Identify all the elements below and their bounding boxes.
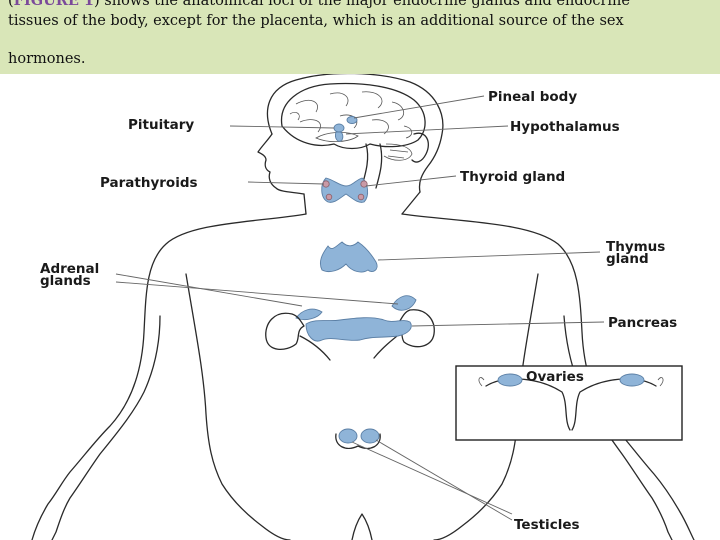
label-hypothalamus: Hypothalamus	[510, 119, 620, 135]
label-pancreas: Pancreas	[608, 315, 677, 331]
leader-lines	[115, 95, 605, 521]
adrenal-glands	[295, 295, 417, 321]
caption-line-3: hormones.	[8, 51, 86, 67]
thyroid-gland	[321, 177, 369, 203]
testicles	[335, 428, 381, 449]
label-thyroid-gland: Thyroid gland	[460, 169, 565, 185]
diagram-svg: Pineal body Pituitary Hypothalamus Thyro…	[31, 74, 695, 540]
label-thymus-line1: Thymus	[606, 239, 665, 255]
figure-reference: FIGURE 1	[13, 0, 95, 9]
labels: Pineal body Pituitary Hypothalamus Thyro…	[40, 89, 677, 533]
label-testicles: Testicles	[514, 517, 580, 533]
caption-band: (FIGURE 1) shows the anatomical loci of …	[0, 0, 720, 74]
ovaries-inset	[455, 365, 683, 441]
label-adrenal-line1: Adrenal	[40, 261, 99, 277]
label-pituitary: Pituitary	[128, 117, 194, 133]
endocrine-diagram: Pineal body Pituitary Hypothalamus Thyro…	[0, 74, 720, 540]
caption-line-1: ) shows the anatomical loci of the major…	[94, 0, 630, 9]
pancreas-gland	[305, 317, 412, 342]
label-pineal-body: Pineal body	[488, 89, 577, 105]
caption-prefix: (	[8, 0, 14, 9]
label-adrenal-line2: glands	[40, 273, 91, 289]
caption-text: (FIGURE 1) shows the anatomical loci of …	[8, 0, 708, 69]
label-parathyroids: Parathyroids	[100, 175, 198, 191]
body-outline	[31, 74, 695, 540]
label-ovaries: Ovaries	[526, 369, 584, 385]
brain	[280, 82, 426, 189]
thymus-gland	[319, 241, 378, 273]
caption-line-2: tissues of the body, except for the plac…	[8, 13, 624, 29]
label-thymus-line2: gland	[606, 251, 649, 267]
